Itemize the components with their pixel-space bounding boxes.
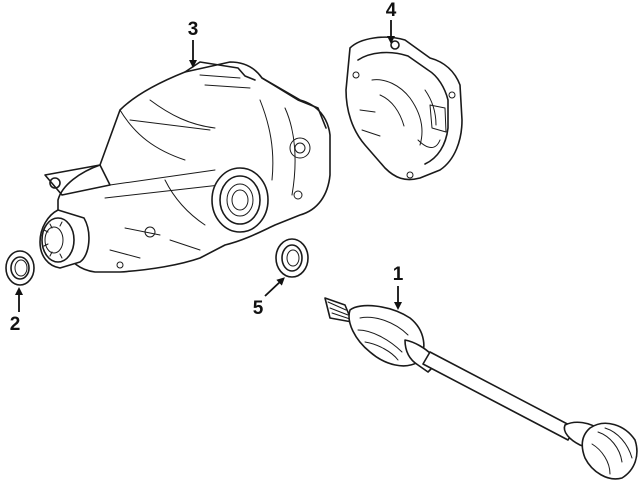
callout-labels: 1 2 3 4 5: [10, 0, 404, 335]
differential-cover: [345, 36, 463, 181]
callout-label-3: 3: [188, 19, 199, 40]
pinion-seal: [5, 250, 35, 286]
axle-seal: [275, 238, 309, 278]
callout-label-4: 4: [386, 0, 397, 21]
callout-label-5: 5: [253, 298, 264, 319]
callout-arrows: [15, 20, 402, 312]
callout-label-2: 2: [10, 314, 21, 335]
callout-arrow-5: [264, 277, 285, 297]
differential-assembly: [39, 61, 331, 273]
drive-axle-shaft: [324, 297, 638, 480]
callout-label-1: 1: [393, 264, 404, 285]
